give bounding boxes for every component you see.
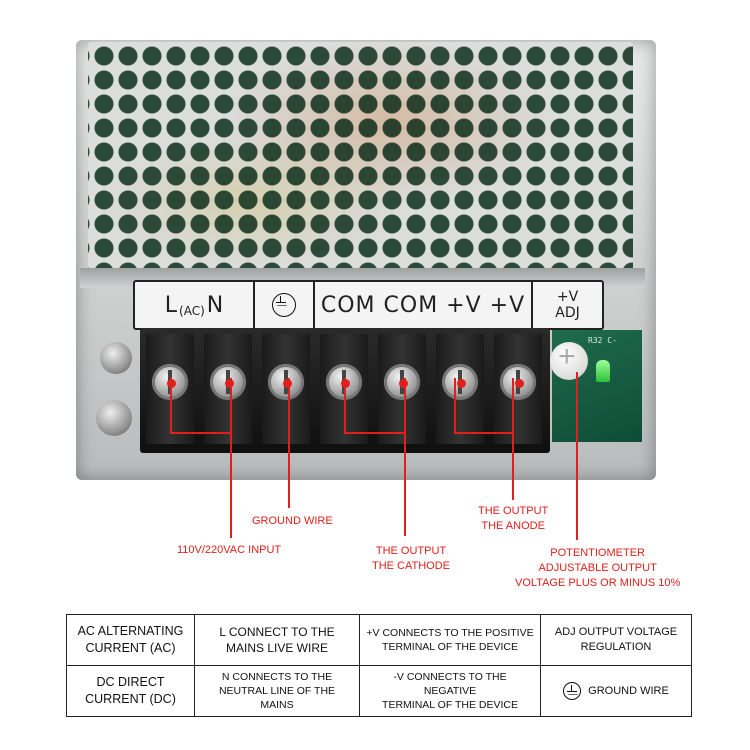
product-photo: L (AC) N COM COM +V +V +V ADJ R32 C- [0,0,750,600]
callout-output-anode: THE OUTPUT THE ANODE [478,505,549,532]
terminal-ground [262,334,310,444]
led-indicator-icon [596,360,610,382]
ground-symbol-icon [563,682,582,700]
mounting-screw-icon [100,342,132,374]
legend-table: AC ALTERNATING CURRENT (AC) L CONNECT TO… [66,614,692,717]
legend-cell-v-minus: -V CONNECTS TO THE NEGATIVE TERMINAL OF … [359,665,541,717]
label-l-ac-n: L (AC) N [135,282,255,328]
legend-cell-dc: DC DIRECT CURRENT (DC) [66,665,195,717]
callout-output-cathode: THE OUTPUT THE CATHODE [372,545,451,572]
table-row: DC DIRECT CURRENT (DC) N CONNECTS TO THE… [66,665,692,717]
table-row: AC ALTERNATING CURRENT (AC) L CONNECT TO… [66,614,692,666]
terminal-n [204,334,252,444]
label-adj: +V ADJ [555,289,580,321]
legend-cell-ac: AC ALTERNATING CURRENT (AC) [66,614,195,666]
callout-potentiometer: POTENTIOMETER ADJUSTABLE OUTPUT VOLTAGE … [515,547,681,589]
legend-cell-v-plus: +V CONNECTS TO THE POSITIVE TERMINAL OF … [359,614,541,666]
callout-ac-input: 110V/220VAC INPUT [177,544,282,556]
label-ground [255,282,315,328]
legend-cell-n: N CONNECTS TO THE NEUTRAL LINE OF THE MA… [194,665,360,717]
ground-symbol-icon [272,293,296,317]
terminal-v-plus-2 [494,334,542,444]
terminal-label-strip: L (AC) N COM COM +V +V +V ADJ [133,280,604,330]
terminal-v-plus-1 [436,334,484,444]
legend-cell-adj: ADJ OUTPUT VOLTAGE REGULATION [540,614,692,666]
callout-ground-wire: GROUND WIRE [252,515,333,527]
label-outputs: COM COM +V +V [315,282,533,328]
legend-cell-l: L CONNECT TO THE MAINS LIVE WIRE [194,614,360,666]
terminal-com-2 [378,334,426,444]
potentiometer-icon [550,340,588,380]
legend-cell-ground: GROUND WIRE [540,665,692,717]
pcb-marking: R32 C- [588,336,617,345]
mounting-screw-icon [96,400,132,436]
ventilation-grille [88,42,633,270]
